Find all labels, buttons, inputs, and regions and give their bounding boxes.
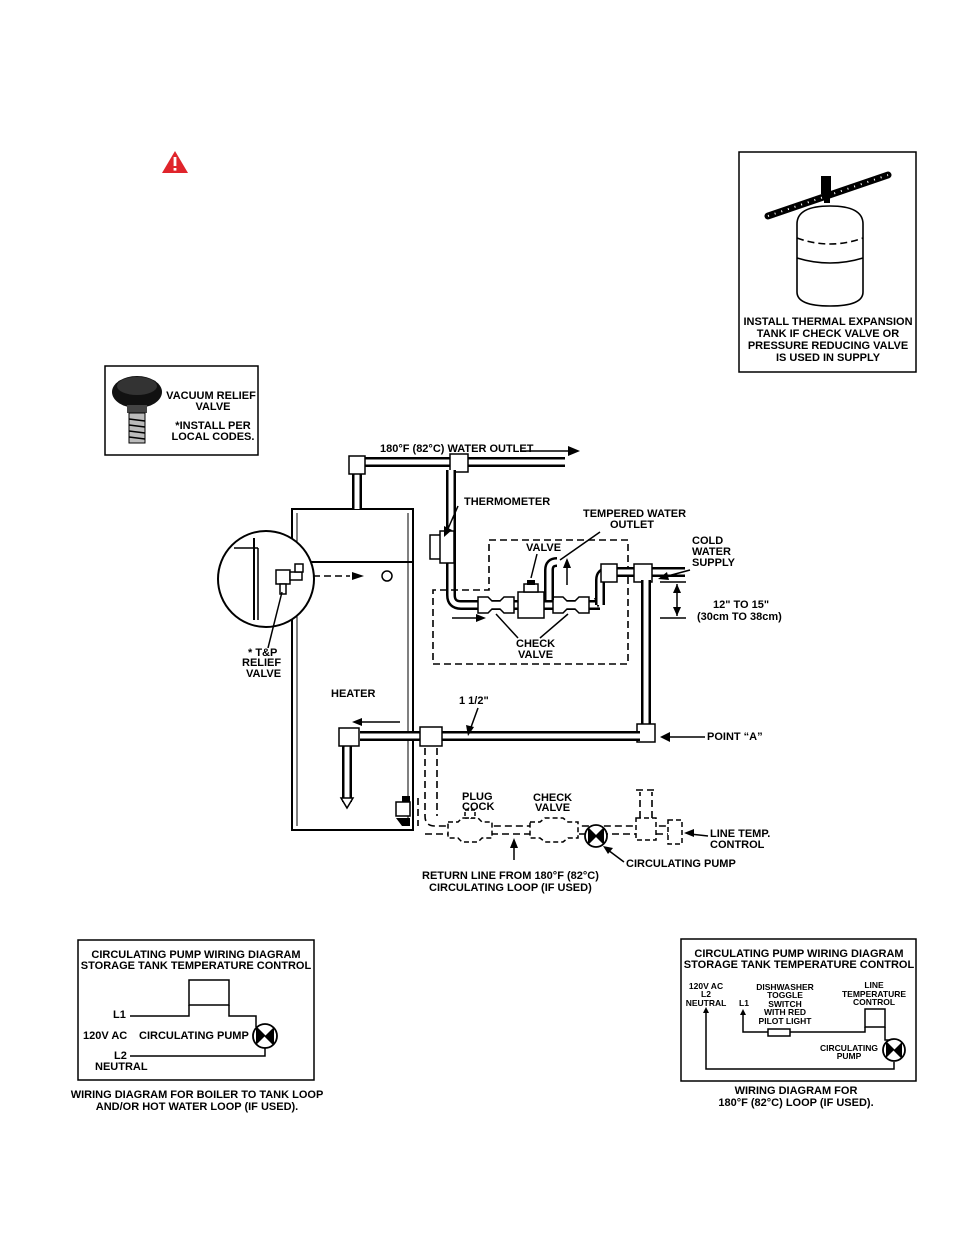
valve-label: VALVE <box>526 542 561 554</box>
vacuum-relief-note-1: *INSTALL PER <box>175 420 250 432</box>
piping-diagram: HEATER 180°F (82°C) WATER OUTLET THERMOM… <box>217 443 782 894</box>
drain-valve-icon <box>395 796 411 826</box>
plug-cock-label-2: COCK <box>462 801 494 813</box>
cold-supply-label-2: WATER <box>692 546 731 558</box>
wiring-right-control-box <box>864 1008 886 1028</box>
check-valve-lower-label-1: CHECK <box>533 792 572 804</box>
wiring-right-caption-2: 180°F (82°C) LOOP (IF USED). <box>718 1097 873 1109</box>
heater-label: HEATER <box>331 688 375 700</box>
line-temp-label-2: CONTROL <box>710 839 765 851</box>
expansion-caption-3: PRESSURE REDUCING VALVE <box>748 340 908 352</box>
spacing-label-1: 12" TO 15" <box>713 599 769 611</box>
wiring-right-switch-1: DISHWASHER <box>756 982 814 992</box>
wiring-left-title-2: STORAGE TANK TEMPERATURE CONTROL <box>81 960 312 972</box>
thermometer-label: THERMOMETER <box>464 496 550 508</box>
wiring-diagram-right: CIRCULATING PUMP WIRING DIAGRAM STORAGE … <box>680 938 917 1109</box>
tp-relief-valve-icon <box>275 563 304 595</box>
wiring-right-switch-2: TOGGLE <box>767 990 803 1000</box>
wiring-right-pump-1: CIRCULATING <box>820 1043 878 1053</box>
vacuum-relief-panel: VACUUM RELIEF VALVE *INSTALL PER LOCAL C… <box>104 365 259 456</box>
tempered-outlet-label-1: TEMPERED WATER <box>583 508 686 520</box>
expansion-caption-1: INSTALL THERMAL EXPANSION <box>743 316 912 328</box>
wiring-right-supply-1: 120V AC <box>689 981 723 991</box>
circulating-pump-label: CIRCULATING PUMP <box>626 858 736 870</box>
wiring-left-pump-label: CIRCULATING PUMP <box>139 1030 249 1042</box>
return-line-label-2: CIRCULATING LOOP (IF USED) <box>429 882 592 894</box>
water-outlet-label: 180°F (82°C) WATER OUTLET <box>380 443 534 455</box>
outlet-arrow-icon <box>520 446 580 456</box>
line-temp-label-1: LINE TEMP. <box>710 828 770 840</box>
expansion-caption-2: TANK IF CHECK VALVE OR <box>757 328 899 340</box>
cold-supply-label-1: COLD <box>692 535 723 547</box>
check-valve-upper-right-icon <box>552 596 590 614</box>
wiring-right-l1: L1 <box>739 998 749 1008</box>
tp-relief-label-2: RELIEF <box>242 657 281 669</box>
tp-relief-label-1: * T&P <box>248 647 277 659</box>
wiring-left-neutral: NEUTRAL <box>95 1061 148 1073</box>
wiring-left-caption-1: WIRING DIAGRAM FOR BOILER TO TANK LOOP <box>71 1089 324 1101</box>
vacuum-relief-label-1: VACUUM RELIEF <box>166 390 256 402</box>
spacing-dimension-icon <box>660 581 686 619</box>
cold-supply-label-3: SUPPLY <box>692 557 736 569</box>
tp-relief-inset <box>217 530 393 649</box>
check-valve-lower-label-2: VALVE <box>535 802 570 814</box>
check-valve-upper-left-icon <box>477 596 515 614</box>
expansion-tank-panel: INSTALL THERMAL EXPANSION TANK IF CHECK … <box>738 151 917 373</box>
wiring-diagram-left: CIRCULATING PUMP WIRING DIAGRAM STORAGE … <box>71 939 324 1113</box>
vacuum-relief-note-2: LOCAL CODES. <box>172 431 255 443</box>
wiring-right-supply-2: L2 <box>701 989 711 999</box>
heater-tank <box>291 508 414 831</box>
check-valve-lower-icon <box>529 817 579 843</box>
wiring-right-control-2: TEMPERATURE <box>842 989 906 999</box>
tempered-outlet-label-2: OUTLET <box>610 519 654 531</box>
wiring-right-title-2: STORAGE TANK TEMPERATURE CONTROL <box>684 959 915 971</box>
check-valve-upper-label-1: CHECK <box>516 638 555 650</box>
line-temp-control-icon <box>635 789 683 845</box>
plug-cock-icon <box>447 809 493 843</box>
wiring-left-title-1: CIRCULATING PUMP WIRING DIAGRAM <box>91 949 300 961</box>
wiring-left-caption-2: AND/OR HOT WATER LOOP (IF USED). <box>96 1101 298 1113</box>
pipe-size-label: 1 1/2" <box>459 695 489 707</box>
wiring-right-supply-3: NEUTRAL <box>686 998 727 1008</box>
wiring-left-pump-icon <box>252 1023 278 1049</box>
return-line-label-1: RETURN LINE FROM 180°F (82°C) <box>422 870 599 882</box>
wiring-right-pump-icon <box>882 1038 906 1062</box>
wiring-right-control-1: LINE <box>864 980 884 990</box>
mixing-valve-icon <box>517 580 545 619</box>
wiring-right-caption-1: WIRING DIAGRAM FOR <box>735 1085 858 1097</box>
thermometer-icon <box>429 530 455 564</box>
wiring-right-title-1: CIRCULATING PUMP WIRING DIAGRAM <box>694 948 903 960</box>
wiring-right-switch-5: PILOT LIGHT <box>759 1016 813 1026</box>
spacing-label-2: (30cm TO 38cm) <box>697 611 782 623</box>
wiring-right-switch-4: WITH RED <box>764 1007 806 1017</box>
wiring-left-voltage: 120V AC <box>83 1030 127 1042</box>
wiring-right-pump-2: PUMP <box>837 1051 862 1061</box>
circulating-pump-icon <box>584 824 608 848</box>
expansion-tank-icon <box>764 171 892 307</box>
wiring-right-switch-3: SWITCH <box>768 999 802 1009</box>
check-valve-upper-label-2: VALVE <box>518 649 553 661</box>
wiring-right-control-3: CONTROL <box>853 997 895 1007</box>
temperature-control-box <box>188 979 230 1006</box>
tp-relief-label-3: VALVE <box>246 668 281 680</box>
warning-triangle-icon <box>162 151 188 173</box>
wiring-left-l2: L2 <box>114 1050 127 1062</box>
point-a-label: POINT “A” <box>707 731 763 743</box>
plug-cock-label-1: PLUG <box>462 791 493 803</box>
expansion-caption-4: IS USED IN SUPPLY <box>776 352 881 364</box>
toggle-switch-icon <box>767 1028 791 1037</box>
vacuum-relief-label-2: VALVE <box>195 401 230 413</box>
wiring-left-l1: L1 <box>113 1009 126 1021</box>
vacuum-relief-valve-icon <box>112 376 162 444</box>
